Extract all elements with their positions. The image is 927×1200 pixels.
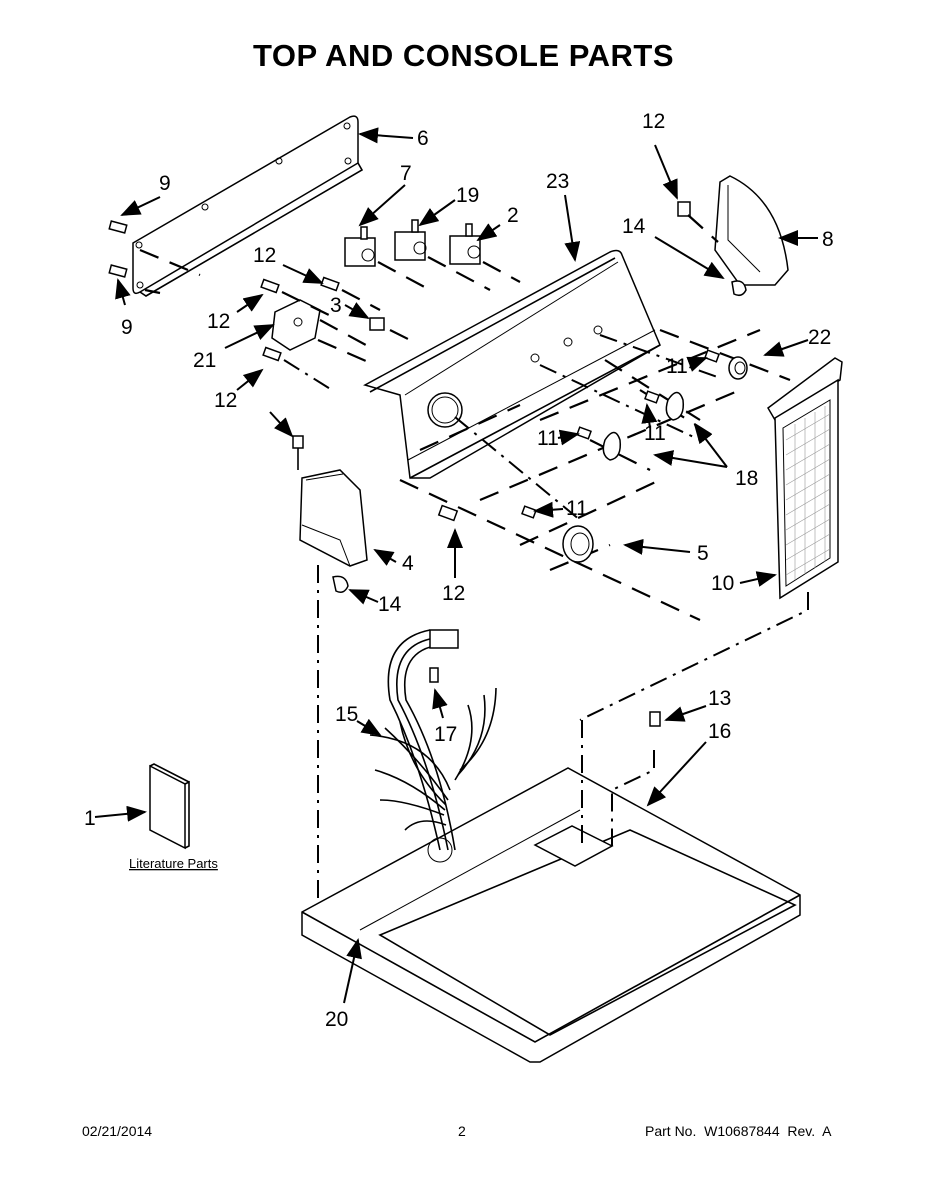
callout-5: 5 (697, 542, 709, 565)
callout-19: 19 (456, 184, 479, 207)
callout-12-c: 12 (214, 389, 237, 412)
part-14-clip-lower (332, 575, 349, 593)
callout-17: 17 (434, 723, 457, 746)
callout-7: 7 (400, 162, 412, 185)
part-23-console (363, 249, 661, 479)
callout-12-d: 12 (642, 110, 665, 133)
callout-1: 1 (84, 807, 96, 830)
callout-11-d: 11 (566, 497, 588, 520)
callout-11-a: 11 (666, 355, 688, 378)
part-18-knob-b (665, 391, 685, 421)
callout-16: 16 (708, 720, 731, 743)
part-2-switch (449, 223, 521, 283)
part-11-sleeve-a (704, 349, 720, 363)
part-8-end-cap (687, 175, 789, 286)
part-12-screw-d (292, 435, 304, 470)
part-5-knob (562, 525, 594, 563)
part-21-timer (271, 299, 376, 367)
part-19-switch (394, 219, 491, 291)
part-9-screw-lower (108, 264, 128, 278)
part-22-bushing (728, 356, 748, 380)
part-12-screw-f (677, 201, 691, 217)
part-14-clip-upper (731, 280, 747, 297)
part-1-literature (149, 763, 190, 850)
callout-4: 4 (402, 552, 414, 575)
callout-11-c: 11 (537, 427, 559, 450)
callout-15: 15 (335, 703, 358, 726)
part-16-top-panel (301, 767, 801, 1063)
callout-10: 10 (711, 572, 734, 595)
footer-part-number: Part No. W10687844 Rev. A (645, 1123, 832, 1139)
callout-12-b: 12 (207, 310, 230, 333)
part-11-sleeve-b (644, 390, 660, 404)
callout-9-lower: 9 (121, 316, 133, 339)
callout-9-upper: 9 (159, 172, 171, 195)
part-12-screw-c (262, 346, 333, 391)
part-11-sleeve-d (521, 505, 537, 519)
diagram-title: TOP AND CONSOLE PARTS (252, 38, 674, 73)
callout-labels: 6 7 19 2 23 9 9 12 12 3 21 12 12 8 14 22… (84, 110, 834, 1031)
callout-arrows (94, 127, 818, 1004)
footer-date: 02/21/2014 (82, 1123, 153, 1139)
callout-22: 22 (808, 326, 831, 349)
part-15-wire-harness (369, 629, 497, 851)
callout-21: 21 (193, 349, 216, 372)
callout-23: 23 (546, 170, 569, 193)
part-12-screw-e (437, 504, 459, 522)
callout-14-upper: 14 (622, 215, 646, 238)
callout-18: 18 (735, 467, 758, 490)
callout-13: 13 (708, 687, 731, 710)
callout-11-b: 11 (644, 422, 666, 445)
part-10-lint-screen (579, 357, 843, 721)
guide-line-screw-13 (611, 750, 655, 846)
part-13-screw (649, 711, 661, 727)
callout-6: 6 (417, 127, 429, 150)
callout-3: 3 (330, 294, 342, 317)
callout-20: 20 (325, 1008, 348, 1031)
part-11-sleeve-c (576, 426, 592, 440)
part-12-screw-a (260, 278, 336, 319)
callout-12-e: 12 (442, 582, 465, 605)
part-18-knob-a (602, 431, 622, 461)
footer-page-number: 2 (458, 1123, 466, 1139)
callout-12-a: 12 (253, 244, 276, 267)
part-4-side-cap (299, 469, 368, 910)
part-7-switch (344, 226, 431, 291)
literature-parts-label: Literature Parts (129, 856, 218, 871)
callout-14-lower: 14 (378, 593, 402, 616)
callout-2: 2 (507, 204, 519, 227)
part-9-screw-upper (108, 220, 128, 234)
part-17-screw (429, 667, 439, 683)
callout-8: 8 (822, 228, 834, 251)
part-3-connector (369, 317, 411, 341)
part-6-rear-panel (132, 115, 364, 297)
